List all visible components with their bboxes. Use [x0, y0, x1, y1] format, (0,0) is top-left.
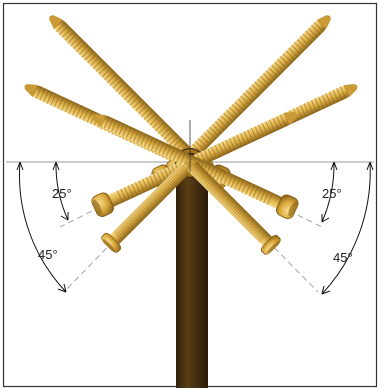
angle-label-right-45: 45° [333, 250, 353, 265]
angle-label-left-45: 45° [38, 247, 58, 262]
right-angle-dimensions [321, 161, 374, 295]
bone-plate [176, 172, 208, 388]
angle-label-left-25: 25° [52, 186, 72, 201]
angle-label-right-25: 25° [322, 186, 342, 201]
left-angle-dimensions [16, 161, 69, 293]
